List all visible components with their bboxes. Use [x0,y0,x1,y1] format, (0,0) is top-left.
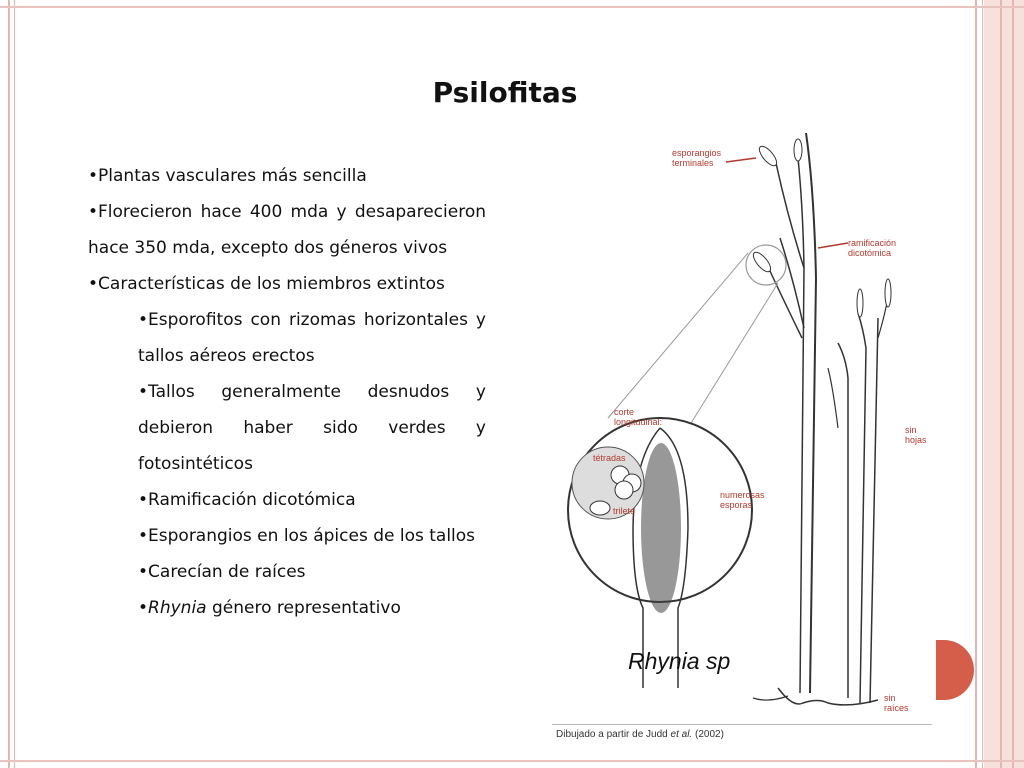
bullet-item: •Esporangios en los ápices de los tallos [138,526,476,546]
bullet-item: •Plantas vasculares más sencilla [88,166,367,186]
frame-line-right-3 [1000,0,1002,768]
label-sin-raices: sin [884,693,896,703]
sporangium [758,145,778,167]
figure-credit: Dibujado a partir de Judd et al. (2002) [556,729,724,740]
frame-line-right-4 [1012,0,1014,768]
svg-text:longitudinal:: longitudinal: [614,417,662,427]
figure-caption: Rhynia sp [628,648,731,674]
label-tetradas: tétradas [593,453,626,463]
spores [641,443,681,613]
bullet-item: •Ramificación dicotómica [138,490,356,510]
label-trilete: trilete [613,506,635,516]
bullet-item: •Rhynia género representativo [138,598,401,618]
bullet-item: •Florecieron hace 400 mda y desaparecier… [88,202,486,258]
bullet-item: •Esporofitos con rizomas horizontales y … [138,310,486,366]
frame-line-bottom [0,760,1024,762]
slide-title: Psilofitas [432,76,578,109]
svg-text:dicotómica: dicotómica [848,248,891,258]
label-corte: corte [614,407,634,417]
rhynia-illustration: esporangios terminales ramificación dico… [567,132,927,713]
svg-text:raíces: raíces [884,703,909,713]
label-numerosas-esporas: numerosas [720,490,765,500]
zoom-circle-small [745,244,787,286]
frame-line-right-1 [975,0,977,768]
label-ramificacion: ramificación [848,238,896,248]
credit-rule [552,724,932,725]
frame-line-right-2 [982,0,983,768]
svg-text:esporas: esporas [720,500,753,510]
svg-text:terminales: terminales [672,158,714,168]
label-esporangios: esporangios [672,148,722,158]
label-sin-hojas: sin [905,425,917,435]
frame-line-left-2 [14,0,15,768]
bullet-list: •Plantas vasculares más sencilla •Floreci… [88,158,486,626]
right-decorative-band [984,0,1024,768]
rhizome [777,687,879,706]
frame-line-top [0,6,1024,8]
sporangium [793,138,803,162]
bullet-item: •Carecían de raíces [138,562,306,582]
frame-line-left-1 [8,0,10,768]
main-stem [805,132,818,694]
svg-text:hojas: hojas [905,435,927,445]
bullet-item: •Características de los miembros extinto… [88,274,445,294]
stem-right [869,317,879,704]
tetrad-inset [571,446,645,520]
bullet-item: •Tallos generalmente desnudos y debieron… [138,382,486,474]
